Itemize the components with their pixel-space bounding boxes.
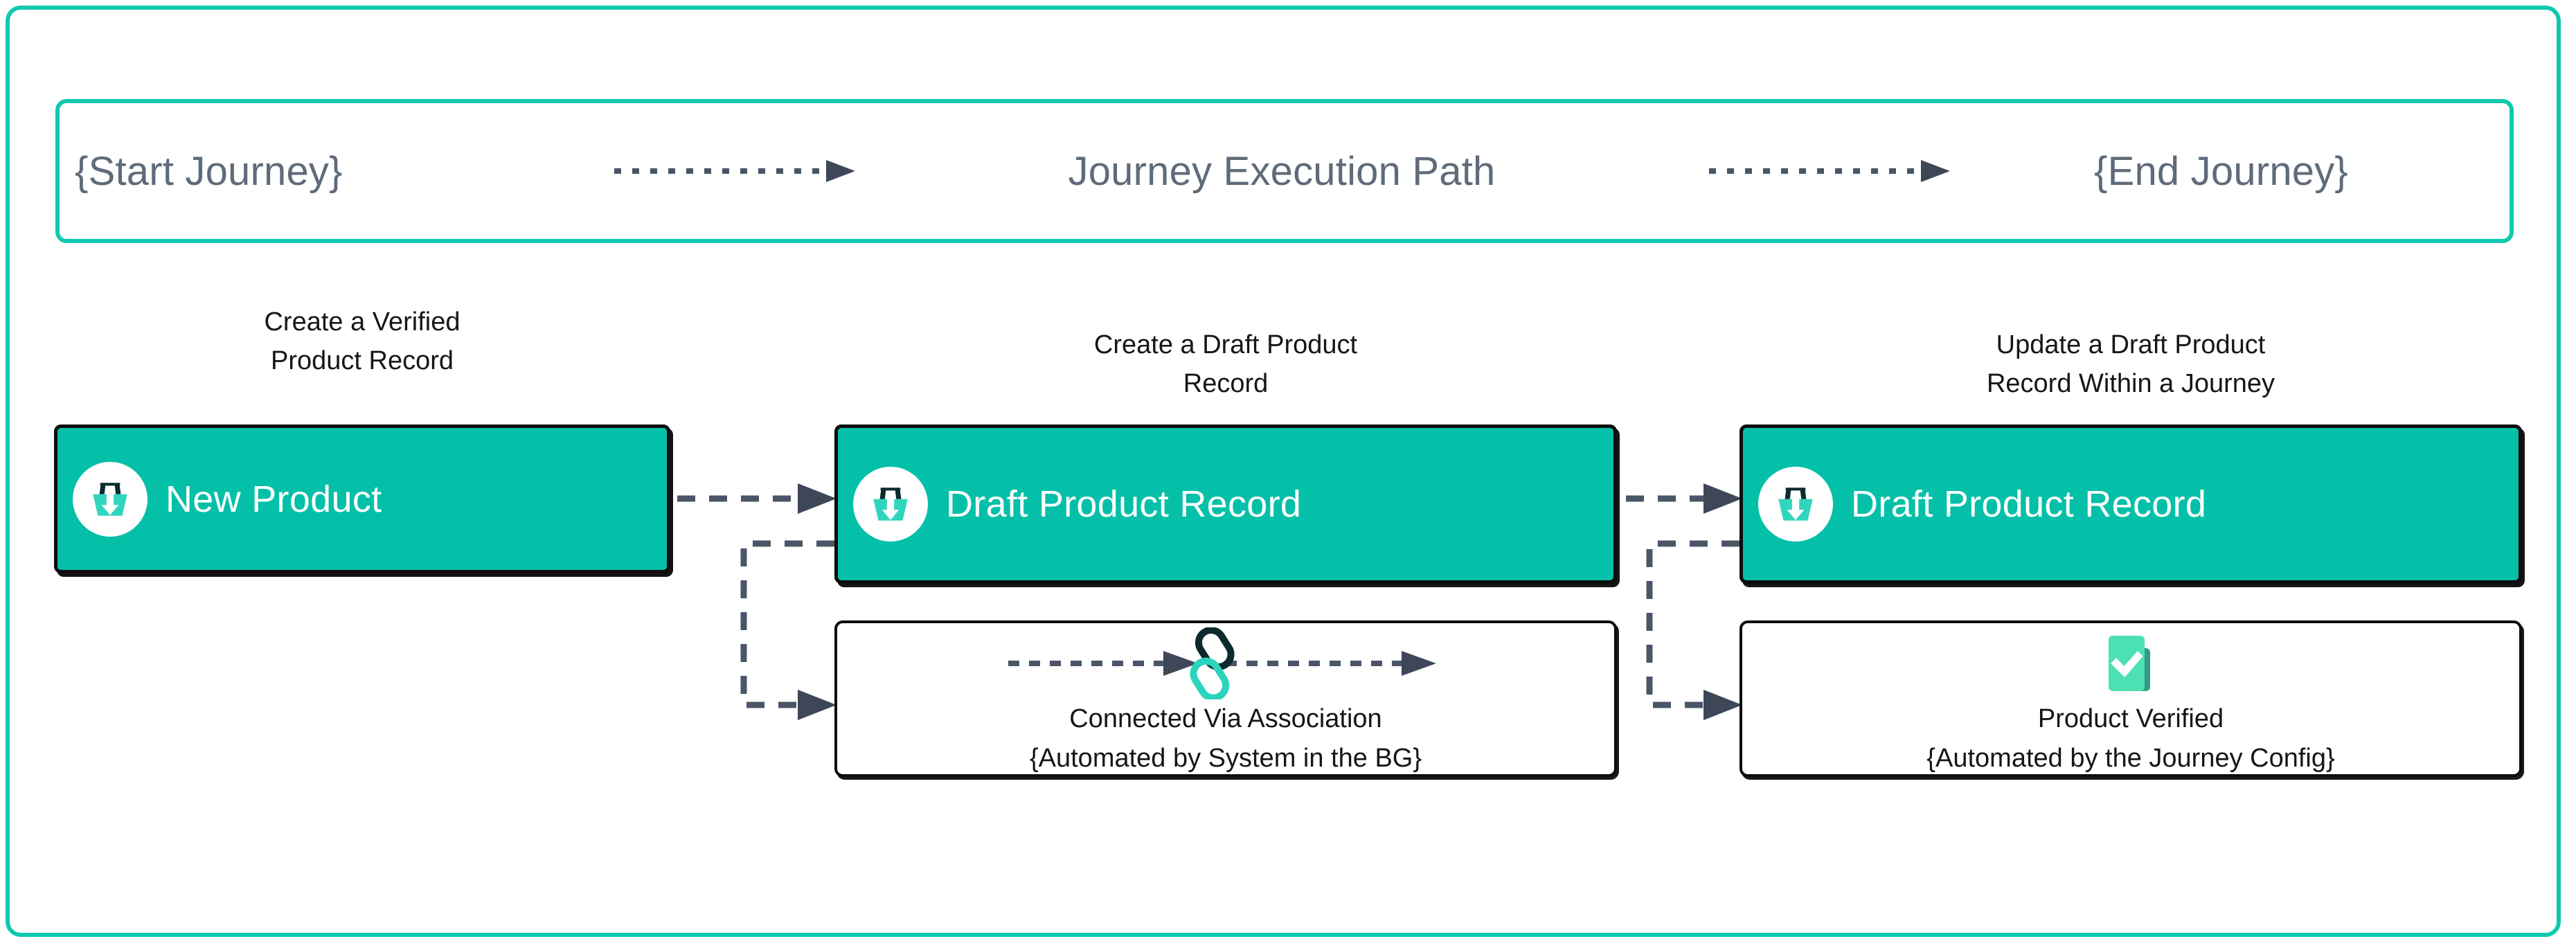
banner-arrow-1-cell: [518, 103, 954, 239]
column-3-caption-line-2: Record Within a Journey: [1986, 369, 2275, 399]
basket-download-icon: [73, 461, 147, 537]
node-draft-product-record-update-label: Draft Product Record: [1851, 483, 2207, 525]
product-verified-text-line-2: {Automated by the Journey Config}: [1926, 744, 2335, 773]
column-1-caption-line-1: Create a Verified: [264, 307, 460, 337]
product-verified-graphic: [1742, 627, 2519, 699]
verified-check-badge-icon: [2109, 636, 2150, 691]
end-journey-label: {End Journey}: [2094, 148, 2348, 194]
start-journey-label: {Start Journey}: [75, 148, 343, 194]
node-new-product-label: New Product: [166, 478, 382, 520]
column-1-caption-line-2: Product Record: [270, 346, 454, 376]
column-2-caption-line-1: Create a Draft Product: [1093, 330, 1358, 359]
column-3-caption-line-1: Update a Draft Product: [1996, 330, 2266, 359]
basket-download-icon: [1758, 467, 1833, 542]
end-journey-cell: {End Journey}: [2052, 103, 2510, 239]
dotted-arrow-right-icon: [614, 160, 855, 182]
column-2-caption-line-2: Record: [1183, 369, 1269, 399]
basket-download-icon: [853, 467, 928, 542]
column-3-caption: Update a Draft Product Record Within a J…: [1739, 325, 2522, 403]
node-new-product[interactable]: New Product: [54, 424, 670, 573]
association-graphic: [837, 627, 1614, 699]
journey-execution-banner: {Start Journey} Journey Execution Path {…: [55, 99, 2514, 243]
info-connected-via-association: Connected Via Association {Automated by …: [834, 620, 1617, 777]
column-2-caption: Create a Draft Product Record: [834, 325, 1617, 403]
node-draft-product-record[interactable]: Draft Product Record: [834, 424, 1617, 584]
product-verified-text-line-1: Product Verified: [2037, 704, 2224, 733]
banner-title-cell: Journey Execution Path: [954, 103, 1609, 239]
node-draft-product-record-label: Draft Product Record: [946, 483, 1302, 525]
association-text-line-1: Connected Via Association: [1069, 704, 1382, 733]
chain-link-icon: [1190, 627, 1235, 699]
association-text: Connected Via Association {Automated by …: [837, 699, 1614, 778]
start-journey-cell: {Start Journey}: [60, 103, 518, 239]
association-text-line-2: {Automated by System in the BG}: [1029, 744, 1422, 773]
column-1-caption: Create a Verified Product Record: [54, 303, 670, 380]
node-draft-product-record-update[interactable]: Draft Product Record: [1739, 424, 2522, 584]
info-product-verified: Product Verified {Automated by the Journ…: [1739, 620, 2522, 777]
product-verified-text: Product Verified {Automated by the Journ…: [1742, 699, 2519, 778]
page-title: Journey Execution Path: [1068, 148, 1496, 194]
dotted-arrow-right-icon: [1709, 160, 1950, 182]
banner-arrow-2-cell: [1609, 103, 2052, 239]
